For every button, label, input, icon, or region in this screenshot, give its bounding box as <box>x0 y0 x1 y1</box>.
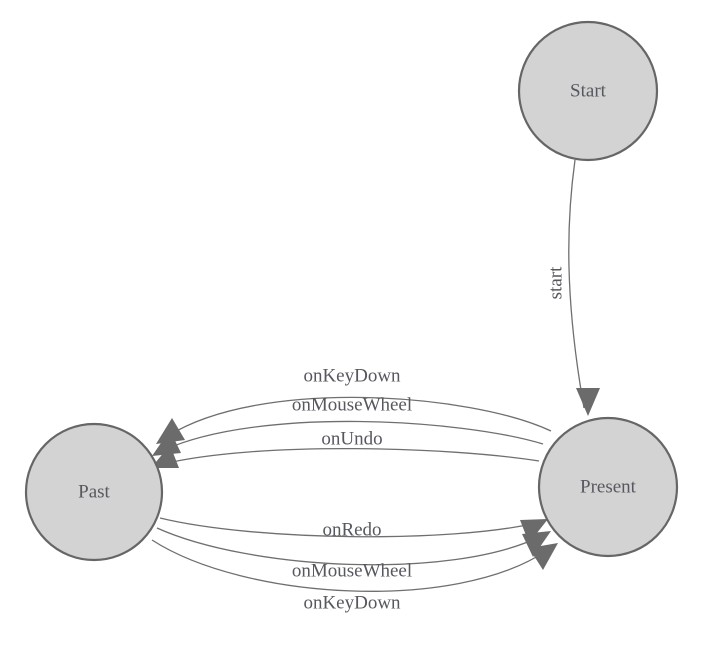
nodes-layer: Start Past Present <box>24 20 679 562</box>
edge-path-past-present-onkeydown <box>151 539 547 592</box>
arrowhead-present-past-onkeydown <box>156 418 185 444</box>
edges-layer: start onKeyDown onMouseWheel onUndo <box>151 159 600 613</box>
edge-label-onundo: onUndo <box>321 428 382 449</box>
node-start-label: Start <box>570 80 607 101</box>
node-past[interactable]: Past <box>24 422 164 562</box>
edge-past-to-present-onkeydown[interactable]: onKeyDown <box>151 539 558 613</box>
arrowhead-present-past-onmousewheel <box>152 430 181 456</box>
edge-path-past-present-onmousewheel <box>156 527 540 566</box>
edge-present-to-past-onmousewheel[interactable]: onMouseWheel <box>152 394 544 456</box>
arrowhead-past-present-onkeydown <box>529 543 558 570</box>
edge-label-onmousewheel-upper: onMouseWheel <box>292 394 412 415</box>
edge-label-onredo: onRedo <box>322 519 381 540</box>
node-past-label: Past <box>78 481 110 502</box>
edge-label-start: start <box>545 266 566 299</box>
edge-path-present-past-onmousewheel <box>163 420 544 451</box>
edge-path-present-past-onundo <box>162 447 540 465</box>
node-past-circle[interactable] <box>24 422 164 562</box>
edge-past-to-present-onredo[interactable]: onRedo <box>159 517 548 543</box>
node-present-label: Present <box>580 476 637 497</box>
edge-start-to-present[interactable]: start <box>545 159 600 416</box>
node-present[interactable]: Present <box>537 416 679 558</box>
arrowhead-past-present-onmousewheel <box>522 531 551 557</box>
edge-label-onkeydown-lower: onKeyDown <box>303 592 401 613</box>
edge-path-present-past-onkeydown <box>167 396 552 437</box>
edge-present-to-past-onkeydown[interactable]: onKeyDown <box>156 365 552 444</box>
node-start-circle[interactable] <box>517 20 659 162</box>
edge-path-past-present-onredo <box>159 517 537 538</box>
edge-label-onmousewheel-lower: onMouseWheel <box>292 560 412 581</box>
arrowhead-start-present <box>576 388 600 416</box>
node-present-circle[interactable] <box>537 416 679 558</box>
edge-path-start-present <box>568 159 585 409</box>
edge-present-to-past-onundo[interactable]: onUndo <box>151 428 540 468</box>
edge-label-onkeydown-upper: onKeyDown <box>303 365 401 386</box>
arrowhead-present-past-onundo <box>151 445 179 468</box>
edge-past-to-present-onmousewheel[interactable]: onMouseWheel <box>156 527 551 581</box>
node-start[interactable]: Start <box>517 20 659 162</box>
